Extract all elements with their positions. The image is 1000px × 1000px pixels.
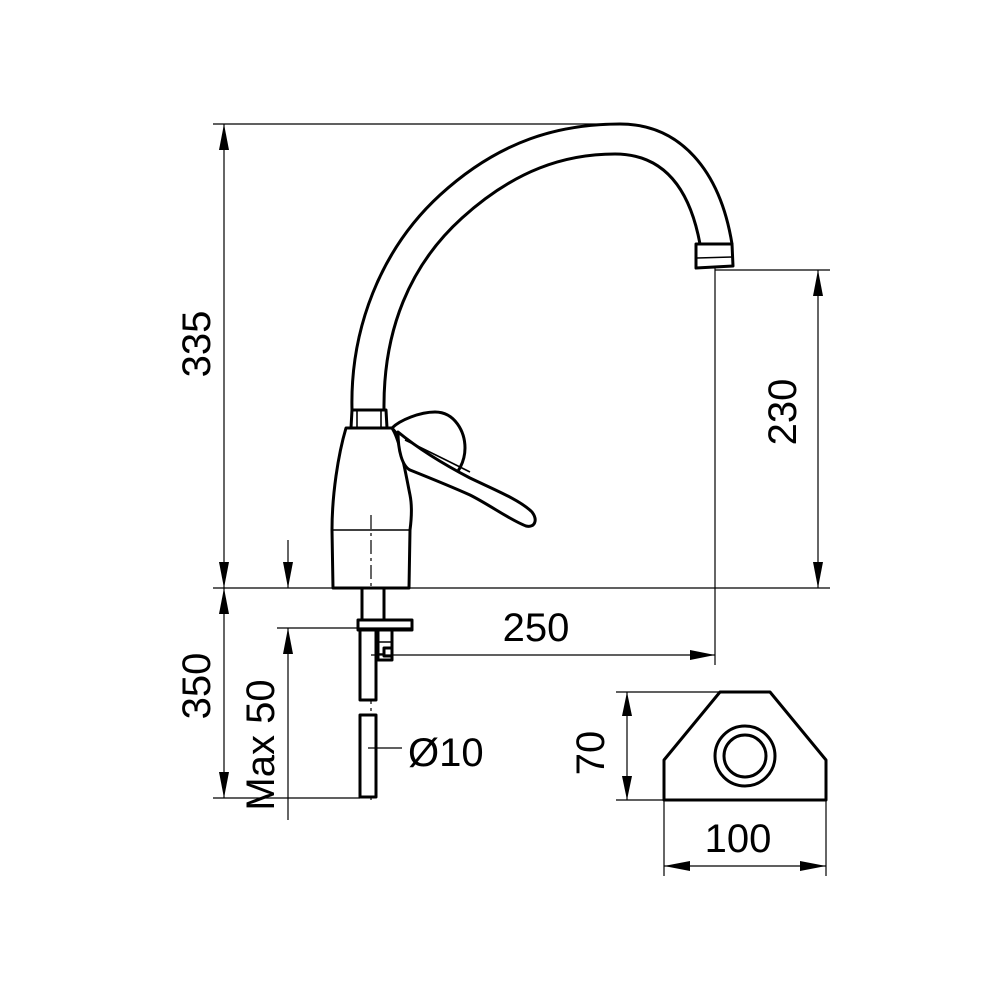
- threaded-shank: [360, 586, 386, 622]
- pipe-upper: [358, 628, 378, 702]
- lever-handle: [396, 430, 537, 528]
- dim-70-label: 70: [569, 731, 613, 776]
- dim-max50-label: Max 50: [239, 679, 283, 810]
- dim-250-label: 250: [503, 606, 570, 650]
- under-deck-parts: [356, 586, 414, 799]
- base-outline: [662, 690, 828, 802]
- faucet-side-view: [330, 122, 735, 800]
- spout-aerator: [694, 242, 735, 270]
- base-hole-outer: [713, 724, 777, 788]
- dim-350-label: 350: [175, 653, 219, 720]
- base-hole-inner: [722, 733, 768, 779]
- dim-335-label: 335: [175, 311, 219, 378]
- base-plan-view: [662, 690, 828, 802]
- dim-diameter-label: Ø10: [408, 731, 484, 775]
- dim-100-label: 100: [705, 817, 772, 861]
- spout-outer: [350, 122, 734, 411]
- spout-inner: [382, 152, 702, 411]
- dimension-lines: [213, 123, 830, 876]
- dim-230-label: 230: [761, 379, 805, 446]
- pipe-lower: [358, 713, 378, 799]
